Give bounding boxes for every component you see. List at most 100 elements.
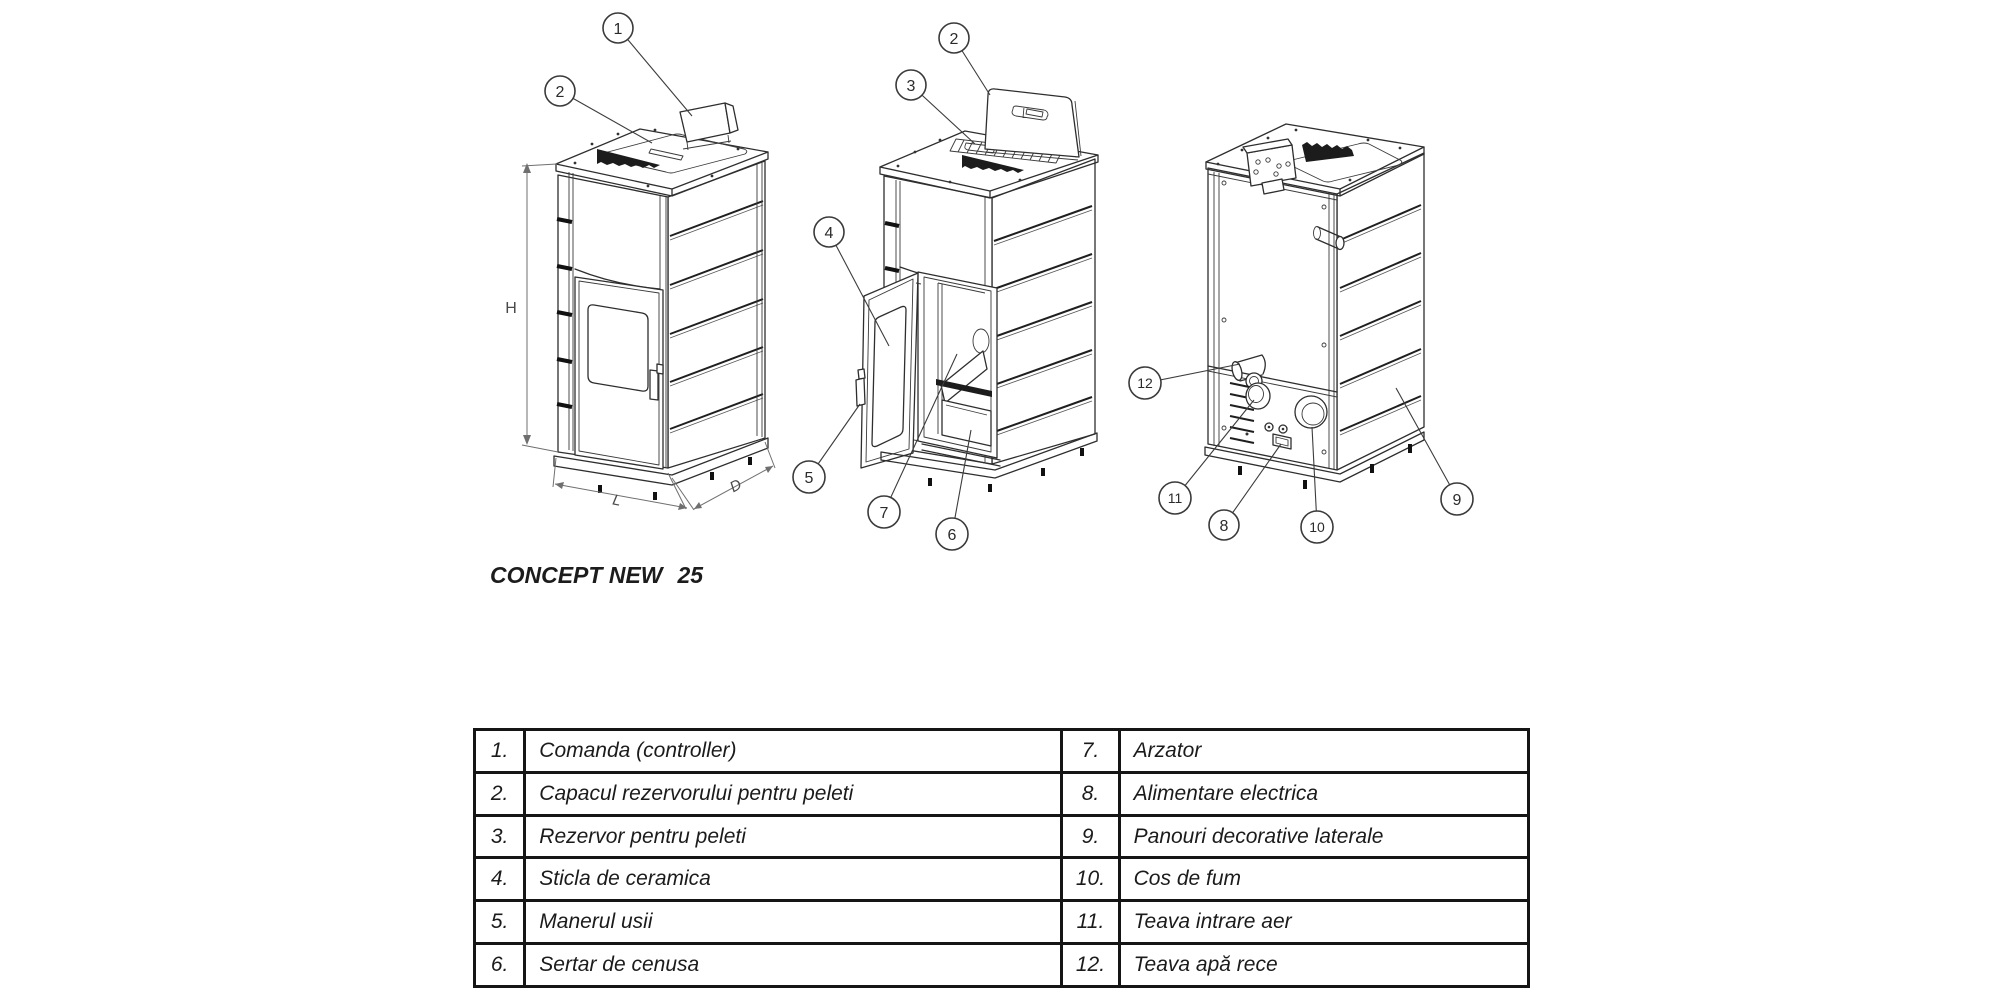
part-label: Sticla de ceramica — [523, 856, 1064, 903]
burner-ramp — [940, 350, 988, 404]
front-corner-trim — [556, 172, 667, 467]
svg-text:11: 11 — [1168, 490, 1183, 506]
svg-text:6: 6 — [948, 527, 957, 544]
open-view-drawing — [855, 88, 1099, 492]
side-panel-seams — [993, 205, 1093, 437]
svg-text:8: 8 — [1220, 518, 1229, 535]
callout-11: 11 — [1158, 481, 1192, 515]
table-row: 4. Sticla de ceramica 10. Cos de fum — [472, 856, 1531, 903]
part-label: Alimentare electrica — [1117, 770, 1531, 817]
callout-2b: 2 — [938, 22, 970, 54]
side-panel-face — [1336, 152, 1425, 471]
controller-bracket-rear — [1242, 138, 1297, 195]
svg-text:10: 10 — [1309, 519, 1325, 535]
part-label: Capacul rezervorului pentru peleti — [523, 770, 1064, 817]
side-panel-seams — [669, 162, 764, 437]
lid-handle-slot — [1011, 105, 1049, 121]
open-tank-lid — [984, 88, 1082, 161]
product-title: CONCEPT NEW 25 — [490, 562, 703, 589]
product-brand: CONCEPT NEW — [490, 562, 663, 588]
base-plinth — [1204, 431, 1425, 489]
door-handle — [649, 363, 664, 401]
front-view-drawing: H L D — [505, 102, 776, 511]
callout-9: 9 — [1440, 482, 1474, 516]
length-label: L — [611, 491, 622, 509]
table-row: 1. Comanda (controller) 7. Arzator — [472, 728, 1531, 774]
part-label: Panouri decorative laterale — [1117, 813, 1531, 860]
callout-5: 5 — [792, 460, 826, 494]
part-label: Sertar de cenusa — [523, 942, 1064, 988]
side-panel-face — [667, 160, 766, 469]
rear-frame-trim — [1207, 172, 1338, 469]
open-fire-door — [855, 272, 922, 469]
svg-text:9: 9 — [1453, 492, 1462, 509]
height-label: H — [505, 300, 517, 317]
part-number: 4. — [472, 856, 527, 903]
length-dimension: L — [552, 457, 688, 510]
part-label: Rezervor pentru peleti — [523, 813, 1064, 860]
rear-panel-seam — [1207, 365, 1338, 393]
table-row: 6. Sertar de cenusa 12. Teava apă rece — [472, 942, 1531, 988]
part-number: 12. — [1060, 942, 1121, 988]
depth-label: D — [727, 476, 745, 496]
part-number: 8. — [1060, 770, 1121, 817]
callout-7: 7 — [867, 495, 901, 529]
part-label: Manerul usii — [523, 899, 1064, 946]
door-glass — [587, 304, 649, 392]
callout-leaders — [559, 27, 1458, 535]
stove-diagram: H L D — [505, 12, 1474, 551]
vent-louvers — [1229, 382, 1255, 444]
height-dimension: H — [505, 163, 559, 453]
table-row: 5. Manerul usii 11. Teava intrare aer — [472, 899, 1531, 946]
product-model: 25 — [677, 562, 704, 588]
controller-display — [679, 102, 739, 151]
side-panel-seams — [1339, 204, 1422, 436]
parts-table: 1. Comanda (controller) 7. Arzator 2. Ca… — [472, 728, 1531, 988]
callout-balloons: 1 2 2 3 4 5 7 6 12 11 8 10 9 — [544, 12, 1474, 551]
part-number: 1. — [472, 728, 527, 774]
part-number: 9. — [1060, 813, 1121, 860]
rear-face — [1207, 167, 1338, 471]
grate-edge — [936, 379, 992, 397]
base-plinth — [553, 437, 769, 500]
svg-text:4: 4 — [825, 225, 834, 242]
air-vent-grille — [962, 155, 1024, 173]
part-label: Teava apă rece — [1117, 942, 1531, 988]
part-label: Comanda (controller) — [523, 728, 1064, 774]
table-row: 3. Rezervor pentru peleti 9. Panouri dec… — [472, 813, 1531, 860]
callout-3: 3 — [895, 69, 927, 101]
part-label: Teava intrare aer — [1117, 899, 1531, 946]
part-number: 2. — [472, 770, 527, 817]
air-vent-grille — [1302, 142, 1354, 162]
water-outlet-stub — [1313, 226, 1345, 251]
svg-text:2: 2 — [556, 84, 565, 101]
air-vent-grille — [597, 149, 660, 168]
part-label: Cos de fum — [1117, 856, 1531, 903]
fire-door — [574, 276, 664, 470]
callout-6: 6 — [935, 517, 969, 551]
callout-2: 2 — [544, 75, 576, 107]
base-plinth — [880, 432, 1098, 492]
part-number: 5. — [472, 899, 527, 946]
rear-view-drawing — [1204, 123, 1425, 489]
callout-1: 1 — [602, 12, 634, 44]
part-number: 6. — [472, 942, 527, 988]
part-number: 3. — [472, 813, 527, 860]
svg-text:2: 2 — [950, 31, 959, 48]
table-row: 2. Capacul rezervorului pentru peleti 8.… — [472, 770, 1531, 817]
part-number: 10. — [1060, 856, 1121, 903]
part-number: 7. — [1060, 728, 1121, 774]
svg-text:5: 5 — [805, 470, 814, 487]
callout-8: 8 — [1208, 509, 1240, 541]
part-label: Arzator — [1117, 728, 1531, 774]
part-number: 11. — [1060, 899, 1121, 946]
callout-12: 12 — [1128, 366, 1162, 400]
door-handle — [855, 368, 866, 407]
callout-10: 10 — [1300, 510, 1334, 544]
svg-text:12: 12 — [1137, 375, 1153, 391]
callout-4: 4 — [813, 216, 845, 248]
svg-text:3: 3 — [907, 78, 916, 95]
smoke-outlet — [1294, 395, 1328, 429]
power-socket — [1245, 422, 1292, 450]
